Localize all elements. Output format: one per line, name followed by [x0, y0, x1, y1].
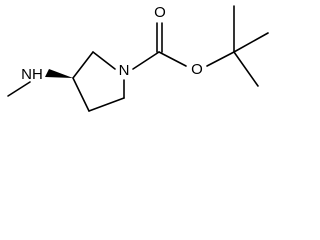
bond-tert-carbon-to-methyl-down — [233, 51, 259, 87]
bond-ring-c4-to-c5 — [88, 97, 125, 112]
bond-ring-c3-to-c4 — [72, 77, 90, 112]
atom-label-ester-oxygen: O — [191, 61, 203, 78]
bond-nh-to-methyl — [7, 81, 31, 97]
bond-ring-c2-to-c3 — [72, 51, 94, 79]
atom-label-ring-nitrogen: N — [119, 62, 130, 79]
bond-tert-carbon-to-methyl-right — [233, 32, 269, 53]
bond-ester-o-to-tert-carbon — [206, 51, 235, 67]
wedge-bond-c3-to-nh — [45, 69, 73, 78]
bond-carbonyl-carbon-to-ester-o — [158, 51, 187, 67]
atom-label-amine-nh: NH — [21, 66, 43, 83]
chemical-structure-diagram: N O O NH — [7, 4, 269, 112]
bond-ring-n-to-c2 — [92, 51, 116, 70]
bond-n-to-carbonyl-carbon — [132, 51, 160, 70]
atom-label-carbonyl-oxygen: O — [154, 4, 166, 21]
